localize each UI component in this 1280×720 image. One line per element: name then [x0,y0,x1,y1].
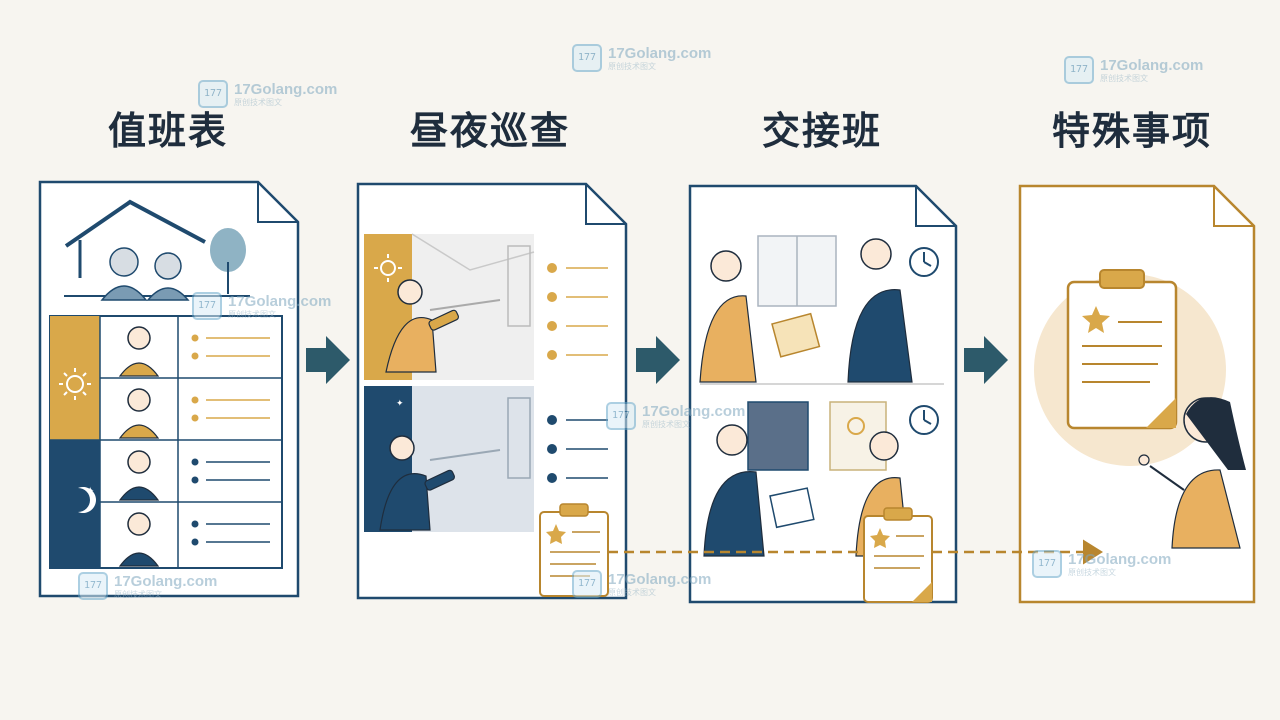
panel-special-matters [1018,184,1256,604]
watermark-brand: 17Golang.com [234,80,338,98]
watermark-logo-icon: 177 [1064,56,1094,84]
moon-icon: ✦ [78,486,97,513]
watermark-sub: 原创技术图文 [642,419,690,429]
star-icon [870,528,890,548]
watermark-brand: 17Golang.com [642,402,746,420]
clock-icon [909,405,939,435]
title-special-matters: 特殊事项 [1051,109,1212,153]
title-day-night-patrol: 昼夜巡查 [409,109,570,153]
watermark-sub: 原创技术图文 [234,97,282,107]
watermark-brand: 17Golang.com [1100,56,1204,74]
watermark-sub: 原创技术图文 [228,309,276,319]
clock-icon [909,247,939,277]
moon-icon: ✦ [390,399,404,422]
arrow-right-icon [636,336,680,384]
watermark-logo-icon: 177 [572,570,602,598]
clipboard-icon [771,312,821,358]
watermark-sub: 原创技术图文 [1100,73,1148,83]
watermark-sub: 原创技术图文 [608,587,656,597]
watermark-logo-icon: 177 [1032,550,1062,578]
roster-bullets [191,334,270,546]
watermark-logo-icon: 177 [192,292,222,320]
clipboard-icon [863,507,933,603]
clipboard-icon [1066,269,1178,430]
title-shift-handover: 交接班 [761,109,882,153]
staff-avatars [118,326,160,567]
watermark-sub: 原创技术图文 [1068,567,1116,577]
sun-icon [374,254,402,282]
panel-shift-handover [688,184,958,604]
panel-day-night-patrol: ✦ [356,182,628,600]
senior-figures [100,247,190,301]
watermark-sub: 原创技术图文 [608,61,656,71]
arrow-right-icon [306,336,350,384]
star-icon [546,524,566,544]
day-shift-band [50,316,100,440]
flashlight-icon [428,309,460,331]
watermark-brand: 17Golang.com [608,570,712,588]
watermark-logo-icon: 177 [198,80,228,108]
watermark-brand: 17Golang.com [1068,550,1172,568]
watermark-logo-icon: 177 [606,402,636,430]
watermark-brand: 17Golang.com [228,292,332,310]
watermark-logo-icon: 177 [78,572,108,600]
title-duty-roster: 值班表 [107,109,228,153]
svg-text:✦: ✦ [86,486,94,497]
star-icon [1082,306,1110,333]
sun-icon [59,368,91,400]
tree-icon [210,228,246,294]
watermark-brand: 17Golang.com [114,572,218,590]
watermark-logo-icon: 177 [572,44,602,72]
flashlight-icon [424,469,456,491]
sun-icon [847,417,865,435]
svg-text:✦: ✦ [396,399,404,409]
day-patrol-checklist [547,263,608,360]
panel-duty-roster: ✦ [38,180,300,598]
watermark-brand: 17Golang.com [608,44,712,62]
watermark-sub: 原创技术图文 [114,589,162,599]
arrow-right-icon [964,336,1008,384]
night-patrol-checklist [547,415,608,483]
